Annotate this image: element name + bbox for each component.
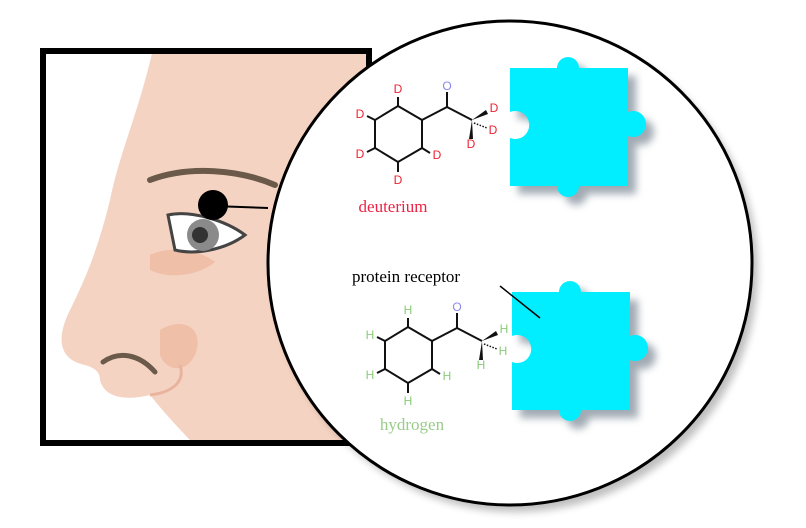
deuterium-atom: D — [433, 148, 442, 162]
puzzle-piece-top — [510, 57, 654, 205]
hydrogen-atom: H — [443, 369, 452, 383]
oxygen-atom: O — [442, 79, 451, 93]
chin-line — [149, 364, 183, 397]
deuterium-atom: D — [489, 123, 498, 137]
hydrogen-label: hydrogen — [380, 415, 445, 434]
hydrogen-atom: H — [499, 344, 508, 358]
deuterium-atom: D — [356, 147, 365, 161]
deuterium-atom: D — [394, 82, 403, 96]
deuterium-atom: D — [394, 173, 403, 187]
hydrogen-atom: H — [366, 368, 375, 382]
nostril-shadow — [160, 324, 198, 369]
hydrogen-atom: H — [404, 394, 413, 408]
cheek-shadow — [150, 249, 215, 276]
hydrogen-atom: H — [366, 328, 375, 342]
pupil — [192, 227, 208, 243]
hydrogen-atom: H — [477, 358, 486, 372]
deuterium-atom: D — [467, 137, 476, 151]
protein-receptor-label: protein receptor — [352, 267, 460, 286]
oxygen-atom: O — [452, 300, 461, 314]
receptor-leader-line — [499, 285, 541, 319]
eyebrow — [147, 167, 278, 188]
deuterium-label: deuterium — [359, 197, 428, 216]
deuterium-atom: D — [356, 107, 365, 121]
hydrogen-atom: H — [404, 303, 413, 317]
hydrogen-molecule: O H H H H H H H H — [366, 300, 509, 408]
puzzle-piece-bottom — [512, 281, 656, 429]
hydrogen-atom: H — [500, 322, 509, 336]
deuterated-molecule: O D D D D D D D D — [356, 79, 499, 187]
deuterium-atom: D — [490, 101, 499, 115]
nose-line — [100, 352, 158, 375]
pointer-dot — [198, 190, 228, 220]
